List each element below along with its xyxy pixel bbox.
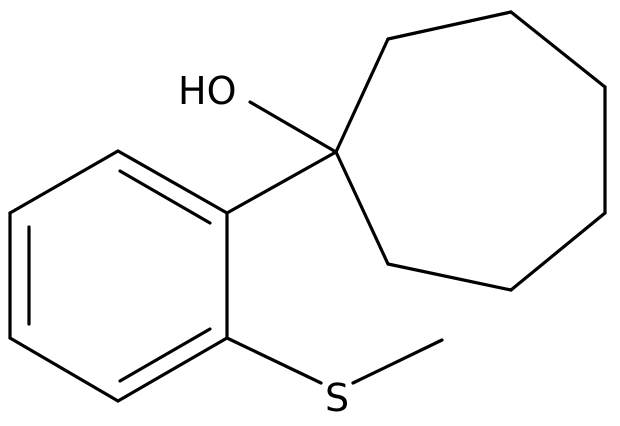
ring-bond — [386, 10, 513, 41]
hydroxyl-label: HO — [178, 69, 236, 113]
benzene-double-bond — [118, 169, 212, 225]
hydroxyl-bond — [248, 100, 338, 154]
ring-bond — [334, 150, 390, 266]
benzene-bond — [116, 149, 229, 215]
aryl-bond — [225, 150, 338, 215]
benzene-bond — [8, 336, 120, 403]
ring-bond — [509, 211, 607, 292]
benzene-ring — [8, 149, 229, 403]
benzene-bond — [116, 336, 229, 403]
sulfur-methyl-bond — [351, 338, 444, 385]
ring-bond — [334, 37, 390, 154]
aryl-sulfur-bond — [225, 336, 323, 385]
ring-bond — [509, 10, 607, 89]
benzene-bond — [8, 149, 120, 215]
ring-bond — [386, 262, 513, 292]
cycloheptane-ring — [334, 10, 607, 292]
benzene-double-bond — [118, 327, 212, 383]
sulfur-label: S — [325, 376, 349, 420]
